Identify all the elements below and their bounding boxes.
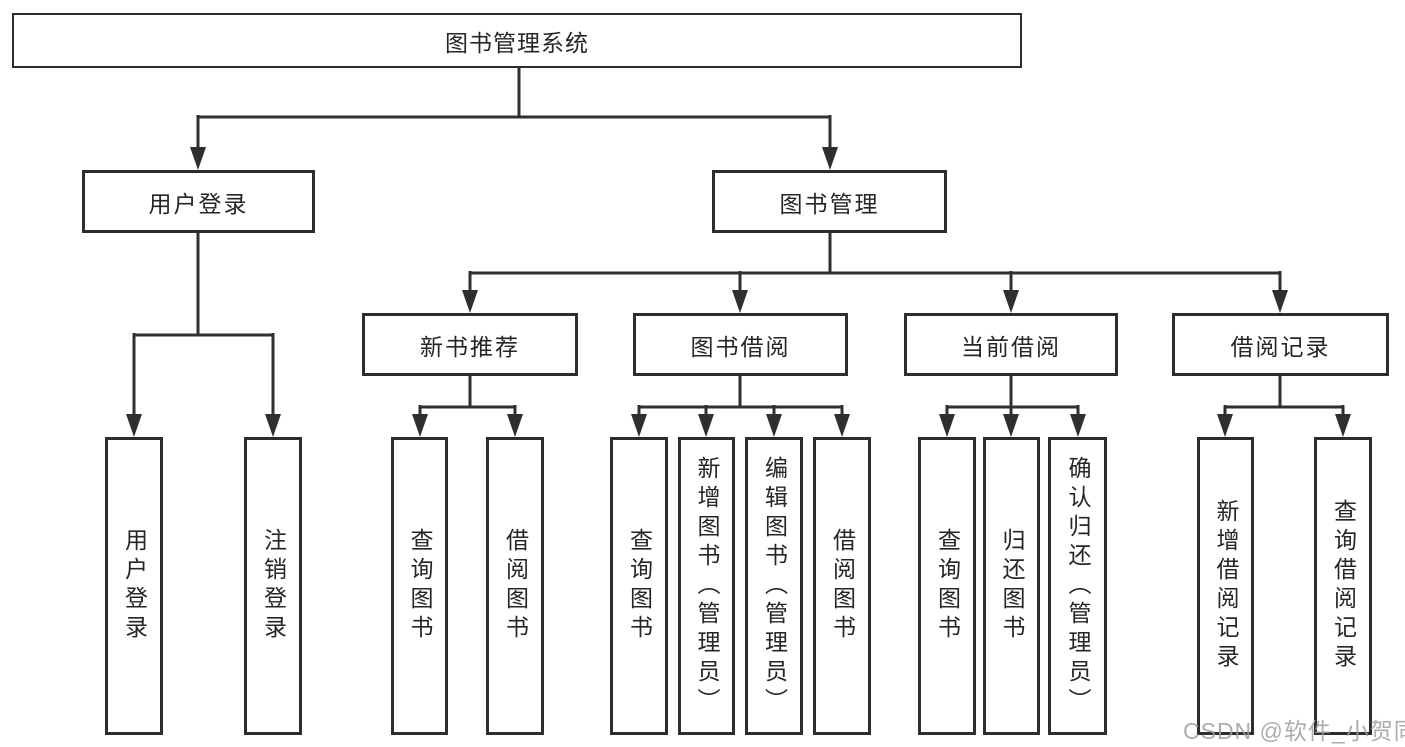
leaf-borrow-edit-books-admin: 编辑图书（管理员） bbox=[745, 437, 803, 735]
arrowhead bbox=[631, 414, 647, 437]
node-new-book-recommend: 新书推荐 bbox=[362, 313, 578, 376]
leaf-borrow-query-books: 查询图书 bbox=[610, 437, 668, 735]
arrowhead bbox=[265, 414, 281, 437]
leaf-records-add-borrow-record: 新增借阅记录 bbox=[1197, 437, 1254, 735]
leaf-current-return-books: 归还图书 bbox=[983, 437, 1040, 735]
leaf-recommend-borrow-books: 借阅图书 bbox=[486, 437, 544, 735]
arrowhead bbox=[1272, 290, 1288, 313]
arrowhead bbox=[190, 147, 206, 170]
arrowhead bbox=[939, 414, 955, 437]
leaf-logout-login: 注销登录 bbox=[244, 437, 302, 735]
arrowhead bbox=[1003, 414, 1019, 437]
node-library-management-system: 图书管理系统 bbox=[12, 13, 1022, 68]
arrowhead bbox=[766, 414, 782, 437]
leaf-records-query-borrow-record: 查询借阅记录 bbox=[1314, 437, 1372, 735]
connector-user-login-children bbox=[126, 233, 281, 437]
leaf-recommend-query-books: 查询图书 bbox=[391, 437, 448, 735]
connector-current-borrow-children bbox=[939, 376, 1086, 437]
arrowhead bbox=[462, 290, 478, 313]
node-borrow-records: 借阅记录 bbox=[1172, 313, 1389, 376]
arrowhead bbox=[698, 414, 714, 437]
leaf-user-login: 用户登录 bbox=[105, 437, 163, 735]
leaf-current-confirm-return-admin: 确认归还（管理员） bbox=[1048, 437, 1107, 735]
node-book-management: 图书管理 bbox=[712, 170, 947, 233]
leaf-borrow-add-books-admin: 新增图书（管理员） bbox=[678, 437, 735, 735]
arrowhead bbox=[1003, 290, 1019, 313]
node-user-login: 用户登录 bbox=[82, 170, 315, 233]
leaf-borrow-borrow-books: 借阅图书 bbox=[813, 437, 871, 735]
arrowhead bbox=[822, 147, 838, 170]
connector-borrow-records-children bbox=[1217, 376, 1351, 437]
connector-new-book-recommend-children bbox=[412, 376, 523, 437]
node-book-borrow: 图书借阅 bbox=[633, 313, 848, 376]
arrowhead bbox=[1070, 414, 1086, 437]
connector-root-to-level2 bbox=[190, 68, 838, 170]
leaf-current-query-books: 查询图书 bbox=[918, 437, 976, 735]
connector-book-management-children bbox=[462, 233, 1288, 313]
arrowhead bbox=[1335, 414, 1351, 437]
arrowhead bbox=[412, 414, 428, 437]
arrowhead bbox=[834, 414, 850, 437]
arrowhead bbox=[507, 414, 523, 437]
csdn-watermark: CSDN @软件_小贺同学 bbox=[1183, 718, 1405, 744]
connector-book-borrow-children bbox=[631, 376, 850, 437]
arrowhead bbox=[732, 290, 748, 313]
node-current-borrow: 当前借阅 bbox=[904, 313, 1118, 376]
arrowhead bbox=[126, 414, 142, 437]
arrowhead bbox=[1217, 414, 1233, 437]
